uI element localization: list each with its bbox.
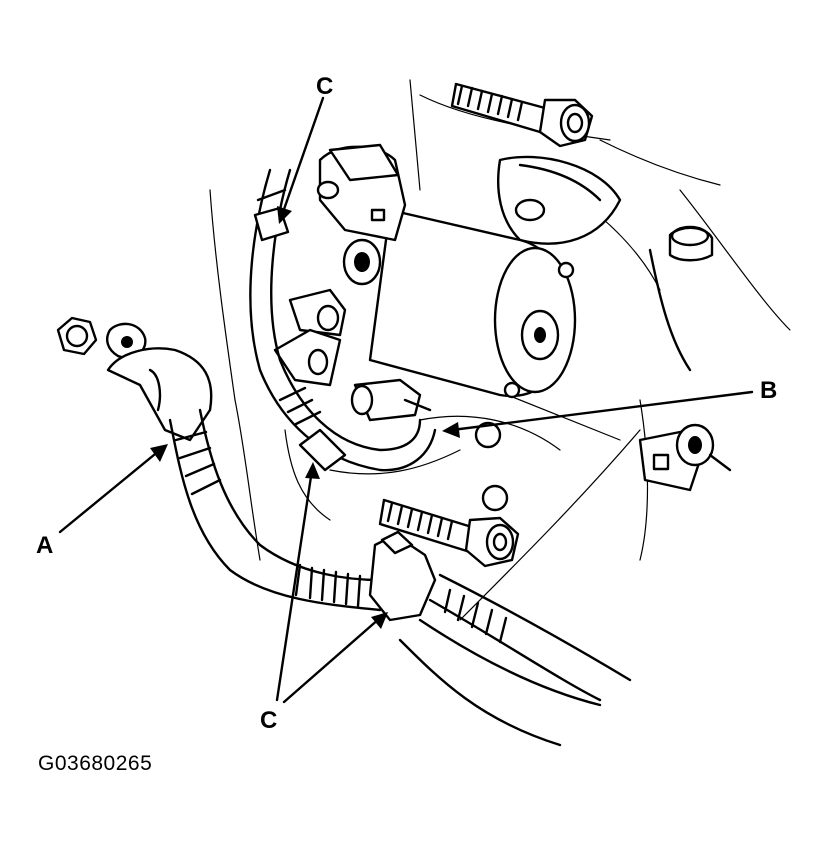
callout-b: B (760, 377, 777, 404)
starter-cable (168, 408, 632, 747)
callout-c-top: C (316, 73, 333, 100)
cable-clamp (368, 530, 437, 622)
battery-cable-terminal (56, 316, 213, 442)
leader-lines (58, 96, 754, 704)
figure-id: G03680265 (38, 752, 153, 775)
top-mounting-bolt (450, 82, 594, 148)
callout-c-bottom: C (260, 707, 277, 734)
wire-connector (350, 378, 432, 422)
engine-studs (474, 421, 509, 512)
callout-a: A (36, 532, 53, 559)
starter-motor (273, 143, 577, 399)
wire-harness (249, 168, 437, 472)
harness-clip (638, 423, 732, 492)
lower-mounting-bolt (378, 498, 520, 568)
engine-bracket-detail (497, 155, 714, 372)
